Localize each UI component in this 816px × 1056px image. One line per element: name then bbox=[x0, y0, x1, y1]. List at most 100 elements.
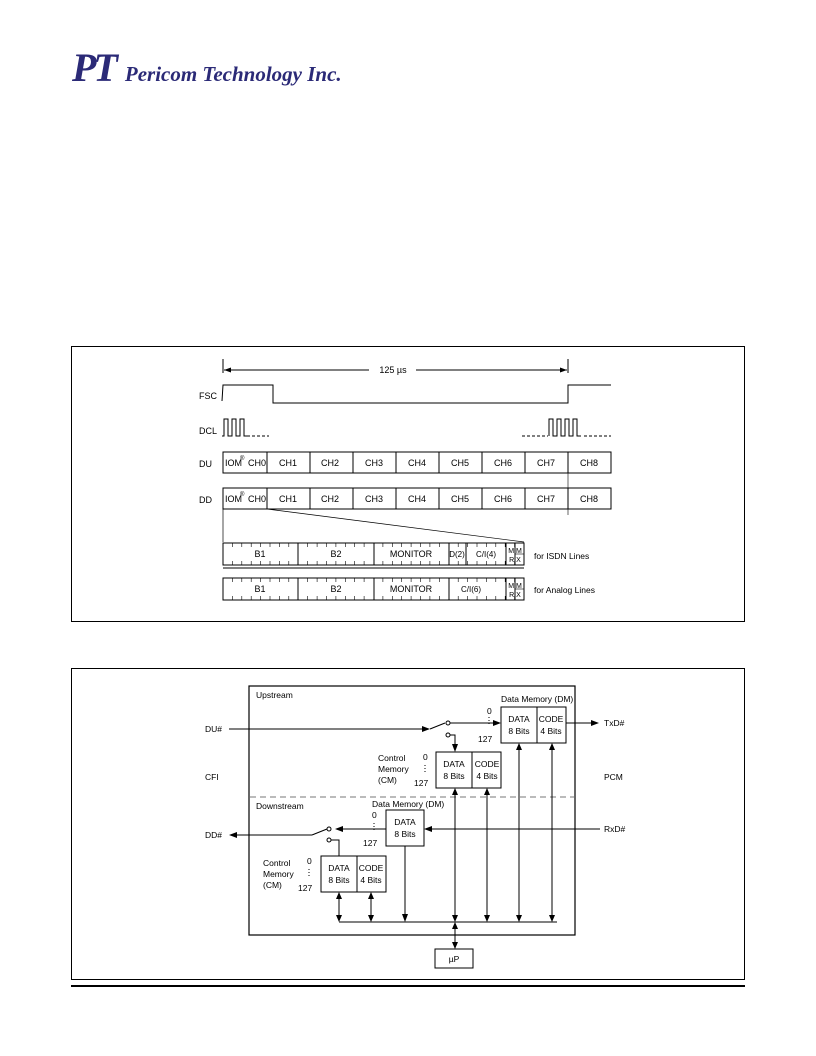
up-dm-code: CODE bbox=[539, 714, 564, 724]
down-cm-control: Control bbox=[263, 858, 291, 868]
du-ch5: CH5 bbox=[451, 458, 469, 468]
down-cm-data-box bbox=[320, 855, 358, 893]
du-ch7: CH7 bbox=[537, 458, 555, 468]
dcl-label: DCL bbox=[199, 426, 217, 436]
dd-ch4: CH4 bbox=[408, 494, 426, 504]
bus-arrow-4b bbox=[452, 915, 458, 922]
bus-arrow-4a bbox=[452, 788, 458, 795]
bus-arrow-1b bbox=[336, 915, 342, 922]
expand-line-right bbox=[266, 508, 525, 543]
downstream-label: Downstream bbox=[256, 801, 304, 811]
down-switch-contact-a bbox=[326, 826, 332, 832]
bus-arrow-5a bbox=[484, 788, 490, 795]
dd-ch2: CH2 bbox=[321, 494, 339, 504]
up-dm-arrow bbox=[493, 720, 501, 726]
up-dm-data-box bbox=[500, 706, 538, 744]
up-cm-cm: (CM) bbox=[378, 775, 397, 785]
isdn-b2: B2 bbox=[330, 549, 341, 559]
upstream-label: Upstream bbox=[256, 690, 293, 700]
isdn-monitor: MONITOR bbox=[390, 549, 433, 559]
up-dm-addr127: 127 bbox=[478, 734, 492, 744]
analog-b2: B2 bbox=[330, 584, 341, 594]
up-cm-memory: Memory bbox=[378, 764, 409, 774]
dd-frame bbox=[222, 487, 612, 510]
up-dm-addr0: 0 bbox=[487, 706, 492, 716]
up-box bbox=[434, 948, 474, 969]
dd-iom: IOM bbox=[225, 494, 242, 504]
du-channel-dividers bbox=[266, 452, 569, 473]
du-frame bbox=[222, 451, 612, 474]
bus-arrow-6b bbox=[516, 915, 522, 922]
down-dm-addr127: 127 bbox=[363, 838, 377, 848]
down-cm-code-box bbox=[356, 855, 387, 893]
block-diagram: Upstream Downstream Data Memory (DM) 0 1… bbox=[205, 685, 626, 969]
up-switch-contact-b bbox=[445, 732, 451, 738]
du-ch8: CH8 bbox=[580, 458, 598, 468]
cfi-label: CFI bbox=[205, 772, 219, 782]
dd-channel-dividers bbox=[266, 488, 569, 509]
du-input-arrow bbox=[422, 726, 430, 732]
dd-ch6: CH6 bbox=[494, 494, 512, 504]
dd-ch7: CH7 bbox=[537, 494, 555, 504]
bus-arrow-1a bbox=[336, 892, 342, 899]
dd-ch3: CH3 bbox=[365, 494, 383, 504]
down-switch-contact-b bbox=[326, 837, 332, 843]
down-cm-addr127: 127 bbox=[298, 883, 312, 893]
bus-arrow-3 bbox=[402, 914, 408, 922]
up-switch-contact-a bbox=[445, 720, 451, 726]
bus-arrow-2b bbox=[368, 915, 374, 922]
down-dm-title: Data Memory (DM) bbox=[372, 799, 444, 809]
up-dm-8bits: 8 Bits bbox=[508, 726, 529, 736]
up-cm-arrow bbox=[452, 744, 458, 752]
period-label: 125 µs bbox=[379, 365, 407, 375]
period-arrow-left bbox=[224, 367, 231, 373]
up-cm-addr0: 0 bbox=[423, 752, 428, 762]
up-cm-8bits: 8 Bits bbox=[443, 771, 464, 781]
dd-label: DD bbox=[199, 495, 212, 505]
up-cm-code: CODE bbox=[475, 759, 500, 769]
down-cm-data: DATA bbox=[328, 863, 350, 873]
du-iom-mark: ® bbox=[240, 455, 245, 462]
up-cm-code-box bbox=[471, 751, 502, 789]
dd-iom-mark: ® bbox=[240, 491, 245, 498]
analog-mx-bottom: R X bbox=[509, 592, 521, 599]
microprocessor-label: µP bbox=[449, 954, 460, 964]
du-port-label: DU# bbox=[205, 724, 222, 734]
up-cm-4bits: 4 Bits bbox=[476, 771, 497, 781]
dd-output-arrow bbox=[229, 832, 237, 838]
up-dm-code-box bbox=[536, 706, 567, 744]
du-ch6: CH6 bbox=[494, 458, 512, 468]
footer-rule bbox=[71, 985, 745, 987]
down-switch-blade bbox=[311, 828, 328, 836]
up-dm-title: Data Memory (DM) bbox=[501, 694, 573, 704]
bus-to-up-arrow-b bbox=[452, 942, 458, 949]
dcl-waveform-start bbox=[222, 418, 250, 437]
down-cm-addr0: 0 bbox=[307, 856, 312, 866]
up-switch-to-cm bbox=[450, 734, 456, 746]
du-label: DU bbox=[199, 459, 212, 469]
bus-arrow-5b bbox=[484, 915, 490, 922]
analog-bit-ticks bbox=[232, 578, 524, 600]
timing-diagram-panel: 125 µs FSC DCL DU DD IOM ® CH0 CH1 CH2 C… bbox=[71, 346, 745, 622]
down-dm-addr0: 0 bbox=[372, 810, 377, 820]
up-cm-data-box bbox=[435, 751, 473, 789]
du-ch4: CH4 bbox=[408, 458, 426, 468]
isdn-mx-bottom: R X bbox=[509, 557, 521, 564]
fsc-waveform bbox=[221, 384, 611, 404]
bus-arrow-7a bbox=[549, 743, 555, 750]
bus-arrow-2a bbox=[368, 892, 374, 899]
company-logo: PT Pericom Technology Inc. bbox=[72, 44, 342, 90]
up-cm-data: DATA bbox=[443, 759, 465, 769]
du-ch3: CH3 bbox=[365, 458, 383, 468]
txd-port-label: TxD# bbox=[604, 718, 625, 728]
up-dm-4bits: 4 Bits bbox=[540, 726, 561, 736]
isdn-lines-label: for ISDN Lines bbox=[534, 551, 589, 561]
block-diagram-panel: Upstream Downstream Data Memory (DM) 0 1… bbox=[71, 668, 745, 980]
rxd-port-label: RxD# bbox=[604, 824, 626, 834]
dd-ch0: CH0 bbox=[248, 494, 266, 504]
company-name: Pericom Technology Inc. bbox=[124, 62, 342, 86]
down-dm-data: DATA bbox=[394, 817, 416, 827]
isdn-d: D(2) bbox=[449, 550, 465, 559]
up-switch-blade bbox=[429, 722, 446, 730]
dd-ch1: CH1 bbox=[279, 494, 297, 504]
